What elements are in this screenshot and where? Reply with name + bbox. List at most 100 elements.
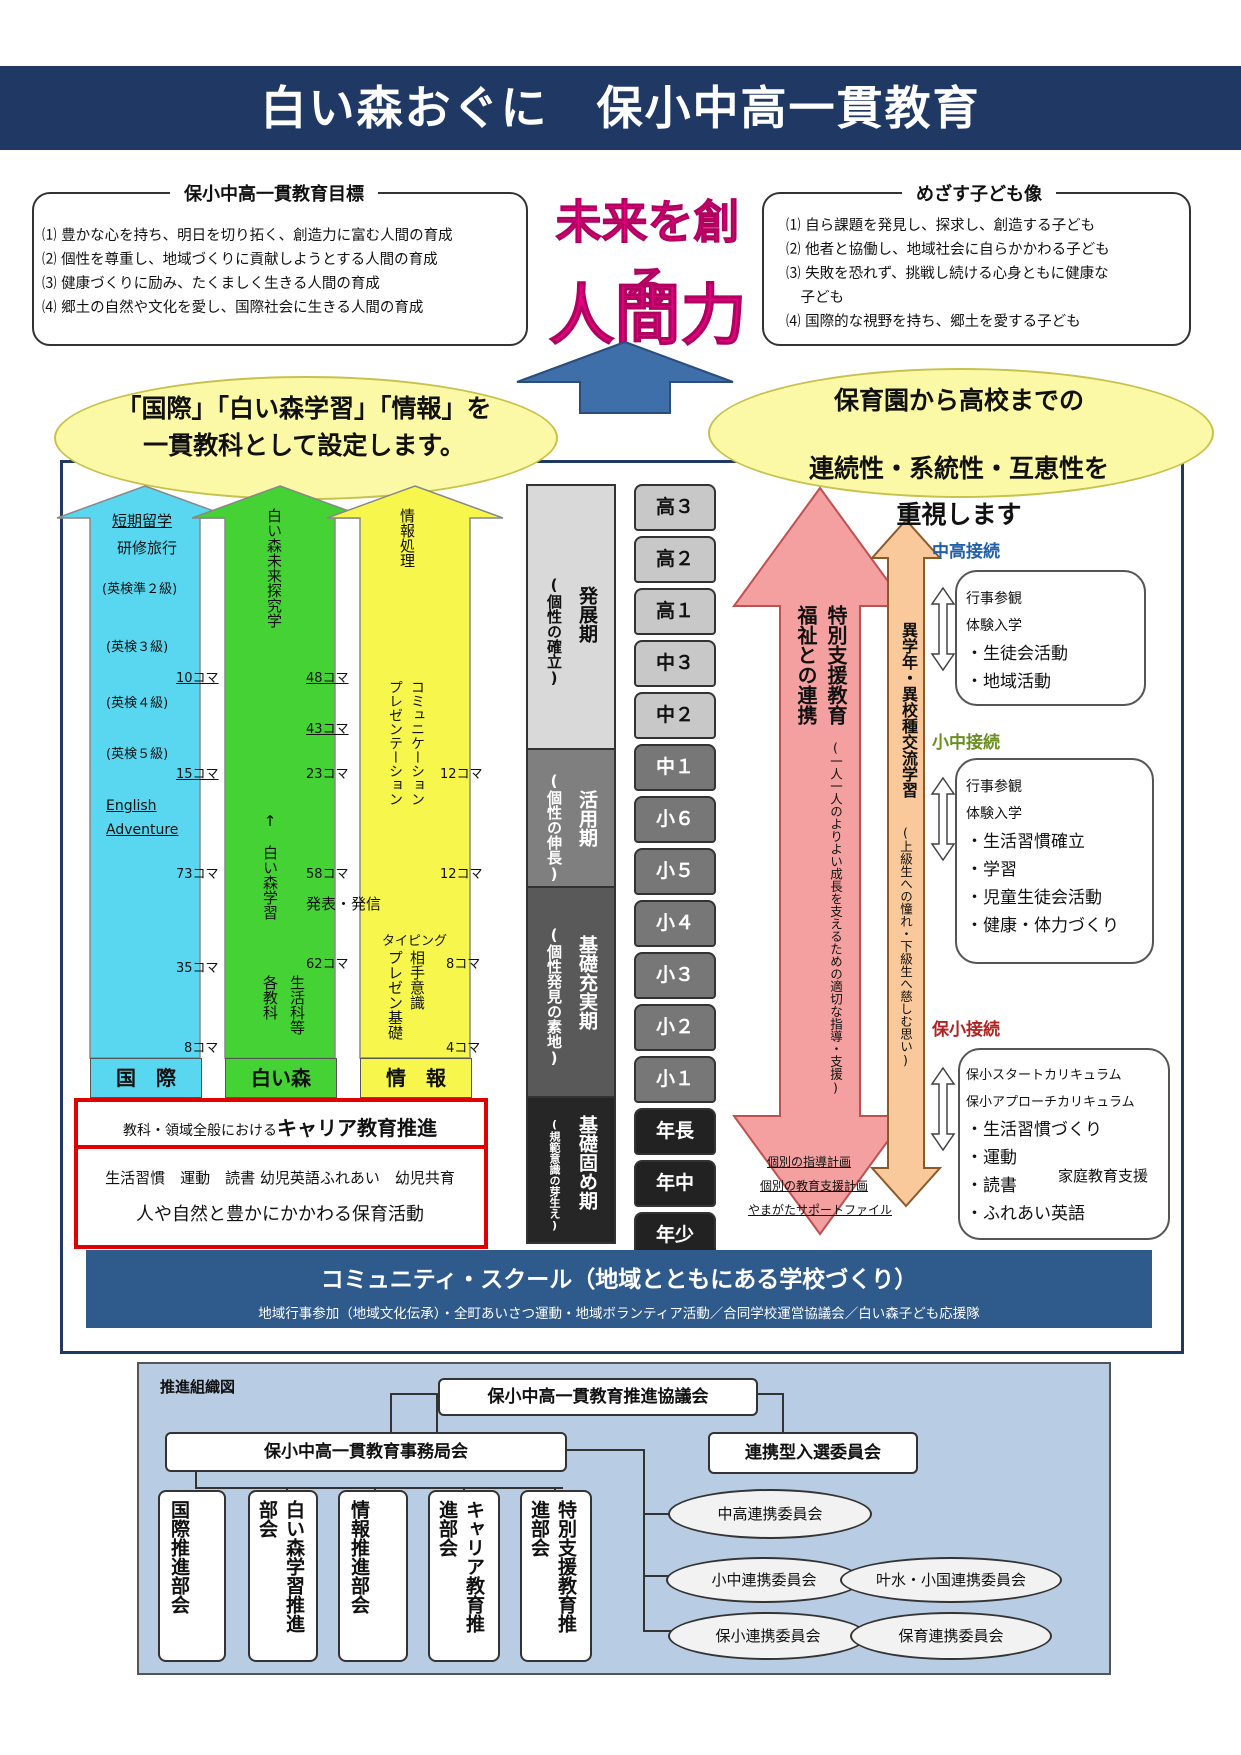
conn-item: ・地域活動	[966, 672, 1051, 692]
conn-item: ・読書	[966, 1176, 1017, 1196]
kokusai-koma: 8コマ	[184, 1041, 219, 1056]
period-kiso-jujitsu	[526, 886, 616, 1100]
grade-item: 小６	[634, 796, 716, 843]
conn-box-hosho	[958, 1048, 1170, 1240]
joho-koma: 4コマ	[446, 1041, 481, 1056]
shiromori-kakukyoka: 各教科	[261, 975, 279, 1020]
shiromori-koma: 48コマ	[306, 671, 349, 686]
career-divider	[74, 1145, 488, 1149]
goal-item: ⑵ 個性を尊重し、地域づくりに貢献しようとする人間の育成	[42, 252, 438, 268]
conn-list-hosho: 保小スタートカリキュラム 保小アプローチカリキュラム ・生活習慣づくり ・運動 …	[966, 1062, 1135, 1228]
ideal-item: ⑶ 失敗を恐れず、挑戦し続ける心身ともに健康な	[786, 266, 1109, 282]
conn-item: ・生活習慣づくり	[966, 1120, 1102, 1140]
subject-kokusai: 国 際	[90, 1058, 202, 1098]
period-name: 基礎充実期	[576, 935, 598, 1030]
org-section-label: 国際推進部会	[168, 1500, 190, 1614]
ideal-item: ⑴ 自ら課題を発見し、探求し、創造する子ども	[786, 218, 1096, 234]
conn-arrow-hosho	[930, 1066, 956, 1152]
kokusai-label: (英検準２級)	[102, 582, 178, 597]
org-admission: 連携型入選委員会	[708, 1432, 918, 1474]
conn-box-chuko	[955, 570, 1146, 706]
shiromori-happyo: 発表・発信	[306, 895, 382, 913]
special-support-sub: (一人一人のよりよい成長を支えるための適切な指導・支援)	[828, 740, 843, 1095]
conn-item: ・学習	[966, 860, 1017, 880]
grade-item: 中２	[634, 692, 716, 739]
grade-item: 小２	[634, 1004, 716, 1051]
ideal-title: めざす子ども像	[902, 180, 1056, 206]
exchange-sub: (上級生への憧れ・下級生へ慈しむ思い)	[898, 825, 913, 1068]
org-line	[782, 1393, 784, 1433]
career-activities: 生活習慣 運動 読書 幼児英語ふれあい 幼児共育	[105, 1169, 455, 1187]
ideal-item: 子ども	[786, 290, 844, 306]
right-bubble	[708, 368, 1214, 498]
shiromori-seikatsu: 生活科等	[288, 975, 306, 1035]
period-name: 基礎固め期	[576, 1115, 598, 1210]
career-nursery: 人や自然と豊かにかかわる保育活動	[136, 1204, 424, 1225]
period-name: 発展期	[576, 586, 598, 643]
shiromori-koma: 62コマ	[306, 957, 349, 972]
goal-item: ⑴ 豊かな心を持ち、明日を切り拓く、創造力に富む人間の育成	[42, 228, 453, 244]
grade-item: 年長	[634, 1108, 716, 1155]
grade-item: 高３	[634, 484, 716, 531]
kokusai-koma: 15コマ	[176, 767, 219, 782]
org-section-shiromori	[248, 1490, 318, 1662]
community-title: コミュニティ・スクール（地域とともにある学校づくり）	[320, 1267, 918, 1293]
period-sub: (規範意識の芽生え)	[548, 1118, 561, 1232]
conn-item: 体験入学	[966, 618, 1022, 634]
period-katsuyo	[526, 748, 616, 890]
org-lines	[436, 1393, 438, 1432]
kokusai-label: English	[106, 798, 157, 814]
org-line	[195, 1465, 197, 1487]
support-plan: 個別の指導計画	[767, 1155, 852, 1169]
goal-item: ⑷ 郷土の自然や文化を愛し、国際社会に生きる人間の育成	[42, 300, 424, 316]
slogan-line1: 未来を創る	[555, 195, 740, 316]
org-section-special	[520, 1490, 592, 1662]
subject-joho: 情 報	[360, 1058, 472, 1098]
joho-comm: コミュニケーション	[409, 680, 425, 806]
kokusai-label: Adventure	[106, 822, 179, 838]
period-sub: (個性の伸長)	[545, 772, 563, 883]
conn-title-shochu: 小中接続	[932, 733, 1000, 753]
org-section-label: キャリア教育推進部会	[436, 1500, 485, 1633]
conn-list-chuko: 行事参観 体験入学 ・生徒会活動 ・地域活動	[966, 586, 1068, 696]
right-bubble-line2: 連続性・系統性・互恵性を	[808, 454, 1109, 483]
conn-title-chuko: 中高接続	[932, 542, 1000, 562]
conn-arrow-shochu	[930, 776, 956, 862]
org-committee-kanomizu: 叶水・小国連携委員会	[840, 1557, 1062, 1603]
conn-item: 行事参観	[966, 779, 1022, 795]
period-hatten	[526, 484, 616, 752]
shiromori-koma: 23コマ	[306, 767, 349, 782]
special-support-arrow	[732, 486, 908, 1236]
kokusai-label: (英検５級)	[106, 747, 169, 762]
subject-shiromori: 白い森	[225, 1058, 337, 1098]
career-title-pre: 教科・領域全般における	[123, 1123, 277, 1139]
org-council: 保小中高一貫教育推進協議会	[438, 1378, 758, 1416]
career-box	[74, 1098, 488, 1249]
joho-aite: 相手意識	[408, 950, 426, 1010]
conn-extra-home-support: 家庭教育支援	[1058, 1167, 1149, 1185]
org-line	[390, 1393, 440, 1395]
org-line	[195, 1487, 563, 1489]
kokusai-koma: 73コマ	[176, 867, 219, 882]
period-sub: (個性の確立)	[545, 576, 563, 687]
conn-item: ・生活習慣確立	[966, 832, 1085, 852]
conn-item: ・生徒会活動	[966, 644, 1068, 664]
community-sub: 地域行事参加（地域文化伝承）・全町あいさつ運動・地域ボランティア活動／合同学校運…	[258, 1306, 980, 1322]
joho-pres-kiso: プレゼン基礎	[386, 950, 404, 1040]
kokusai-label: 研修旅行	[117, 539, 178, 557]
org-section-label: 白い森学習推進部会	[256, 1500, 305, 1633]
joho-top: 情報処理	[398, 508, 416, 568]
joho-pres: プレゼンテーション	[387, 680, 403, 806]
ideal-list: ⑴ 自ら課題を発見し、探求し、創造する子ども ⑵ 他者と協働し、地域社会に自らか…	[786, 214, 1110, 334]
grade-item: 高２	[634, 536, 716, 583]
shiromori-koma: 58コマ	[306, 867, 349, 882]
kokusai-label: (英検４級)	[106, 696, 169, 711]
org-committee-chuko: 中高連携委員会	[668, 1489, 872, 1539]
support-plan: 個別の教育支援計画	[760, 1179, 869, 1193]
period-kiso-katame	[526, 1096, 616, 1244]
grade-item: 年中	[634, 1160, 716, 1207]
grade-item: 中３	[634, 640, 716, 687]
conn-item: ・ふれあい英語	[966, 1204, 1085, 1224]
goal-item: ⑶ 健康づくりに励み、たくましく生きる人間の育成	[42, 276, 380, 292]
shiromori-top: 白い森未来探究学	[265, 508, 283, 628]
